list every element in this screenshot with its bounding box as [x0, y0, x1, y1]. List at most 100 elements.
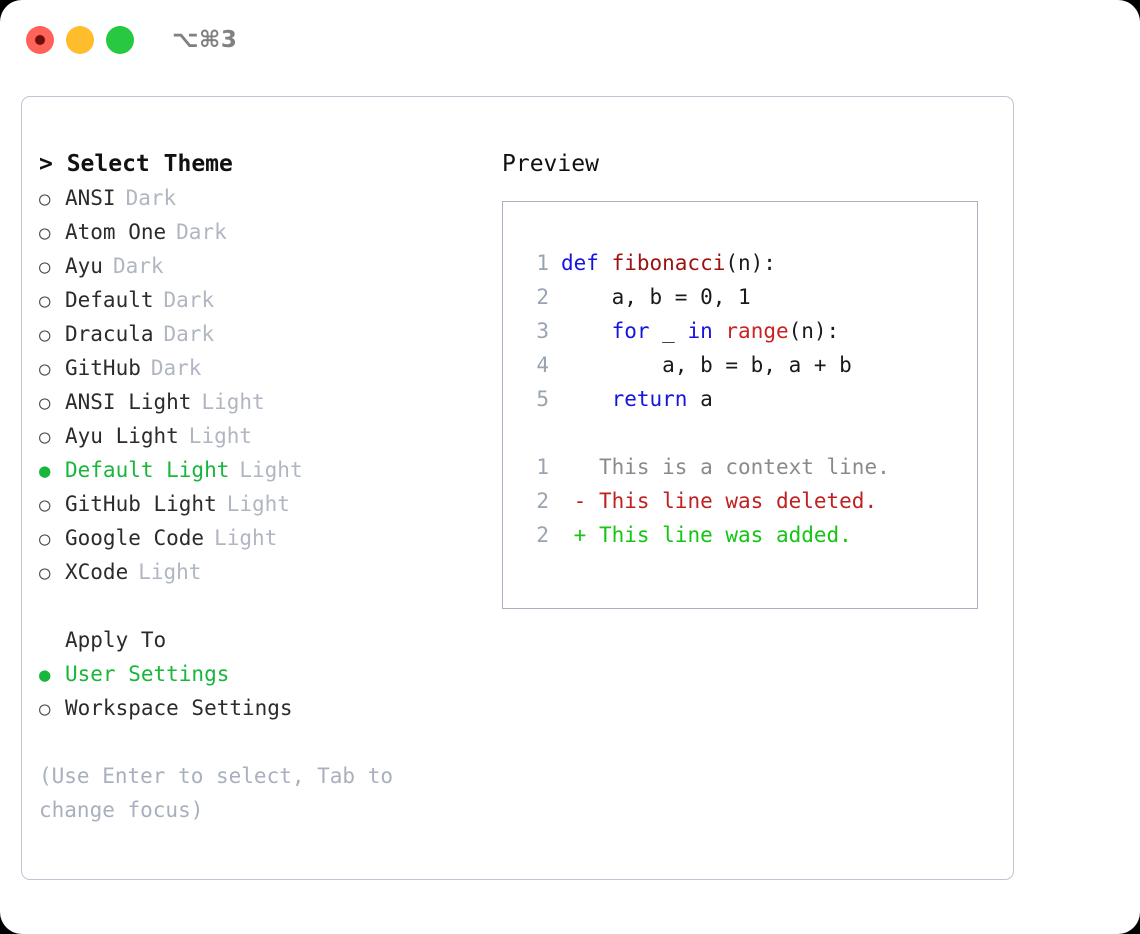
radio-selected-icon: ● — [39, 664, 51, 686]
apply-to-option[interactable]: ○ Workspace Settings — [39, 691, 489, 725]
theme-variant-badge: Light — [138, 560, 202, 584]
line-number: 2 — [536, 523, 549, 547]
theme-option-label: Ayu Light — [65, 424, 179, 448]
code-line: 4 a, b = b, a + b — [521, 348, 977, 382]
theme-option[interactable]: ○ XCode Light — [39, 555, 489, 589]
radio-unselected-icon: ○ — [39, 358, 51, 380]
diff-marker: - — [561, 489, 599, 513]
diff-line: 1 This is a context line. — [521, 450, 977, 484]
line-number: 2 — [536, 489, 549, 513]
theme-option[interactable]: ○ ANSI Light Light — [39, 385, 489, 419]
radio-unselected-icon: ○ — [39, 698, 51, 720]
code-token: in — [687, 319, 713, 343]
theme-option[interactable]: ○ Ayu Light Light — [39, 419, 489, 453]
line-number: 4 — [536, 353, 549, 377]
code-token: a — [687, 387, 713, 411]
apply-to-option-label: Workspace Settings — [65, 696, 293, 720]
close-button[interactable] — [26, 26, 54, 54]
title-bar: ⌥⌘3 — [0, 0, 1140, 80]
diff-text: This is a context line. — [598, 455, 890, 479]
theme-variant-badge: Light — [201, 390, 265, 414]
diff-line: 2 + This line was added. — [521, 518, 977, 552]
code-token: return — [611, 387, 688, 411]
radio-unselected-icon: ○ — [39, 562, 51, 584]
theme-variant-badge: Dark — [125, 186, 177, 210]
radio-unselected-icon: ○ — [39, 290, 51, 312]
diff-line: 2 - This line was deleted. — [521, 484, 977, 518]
code-token — [561, 314, 612, 348]
code-token: a, b = b, a + b — [561, 353, 852, 377]
code-token: (n): — [725, 251, 776, 275]
theme-option-label: XCode — [65, 560, 129, 584]
theme-option[interactable]: ○ Google Code Light — [39, 521, 489, 555]
radio-unselected-icon: ○ — [39, 494, 51, 516]
apply-to-option[interactable]: ● User Settings — [39, 657, 489, 691]
theme-variant-badge: Light — [239, 458, 303, 482]
diff-marker — [561, 450, 599, 484]
code-token: (n): — [788, 319, 840, 343]
apply-to-option-label: User Settings — [65, 662, 230, 686]
theme-option-label: GitHub Light — [65, 492, 217, 516]
theme-variant-badge: Light — [188, 424, 253, 448]
radio-selected-icon: ● — [39, 460, 51, 482]
code-line: 5 return a — [521, 382, 977, 416]
select-theme-heading: > Select Theme — [39, 151, 233, 177]
line-number: 1 — [536, 455, 549, 479]
theme-option[interactable]: ○ Atom One Dark — [39, 215, 489, 249]
minimize-button[interactable] — [66, 26, 94, 54]
line-number: 5 — [536, 387, 549, 411]
radio-unselected-icon: ○ — [39, 188, 51, 210]
radio-unselected-icon: ○ — [39, 324, 51, 346]
radio-unselected-icon: ○ — [39, 528, 51, 550]
code-token: _ — [649, 319, 688, 343]
maximize-button[interactable] — [106, 26, 134, 54]
theme-variant-badge: Light — [226, 492, 290, 516]
radio-unselected-icon: ○ — [39, 222, 51, 244]
diff-sample: 1 This is a context line.2 - This line w… — [521, 450, 977, 552]
diff-text: This line was added. — [598, 523, 852, 547]
code-token — [561, 382, 612, 416]
theme-option-label: Atom One — [65, 220, 167, 244]
theme-variant-badge: Dark — [176, 220, 227, 244]
line-number: 2 — [536, 285, 549, 309]
theme-variant-badge: Dark — [163, 322, 215, 346]
theme-option-label: ANSI Light — [65, 390, 192, 414]
line-number: 3 — [536, 319, 549, 343]
preview-heading: Preview — [502, 151, 599, 177]
theme-option-label: Google Code — [65, 526, 205, 550]
code-line: 2 a, b = 0, 1 — [521, 280, 977, 314]
code-token: range — [725, 319, 789, 343]
code-line: 3 for _ in range(n): — [521, 314, 977, 348]
radio-unselected-icon: ○ — [39, 392, 51, 414]
apply-to-heading: Apply To — [65, 628, 167, 652]
diff-marker: + — [561, 523, 599, 547]
theme-variant-badge: Dark — [112, 254, 164, 278]
apply-to-section: Apply To ● User Settings ○ Workspace Settin… — [39, 623, 489, 725]
theme-option-label: GitHub — [65, 356, 141, 380]
apply-to-list: ● User Settings ○ Workspace Settings — [39, 657, 489, 725]
code-token: fibonacci — [611, 251, 726, 275]
theme-variant-badge: Light — [214, 526, 278, 550]
code-token: a, b = 0, 1 — [561, 285, 751, 309]
diff-text: This line was deleted. — [598, 489, 878, 513]
theme-variant-badge: Dark — [150, 356, 202, 380]
theme-option[interactable]: ○ GitHub Light Light — [39, 487, 489, 521]
line-number: 1 — [536, 251, 549, 275]
theme-option[interactable]: ○ GitHub Dark — [39, 351, 489, 385]
radio-unselected-icon: ○ — [39, 426, 51, 448]
theme-option-label: Default — [65, 288, 154, 312]
code-token — [713, 314, 726, 348]
